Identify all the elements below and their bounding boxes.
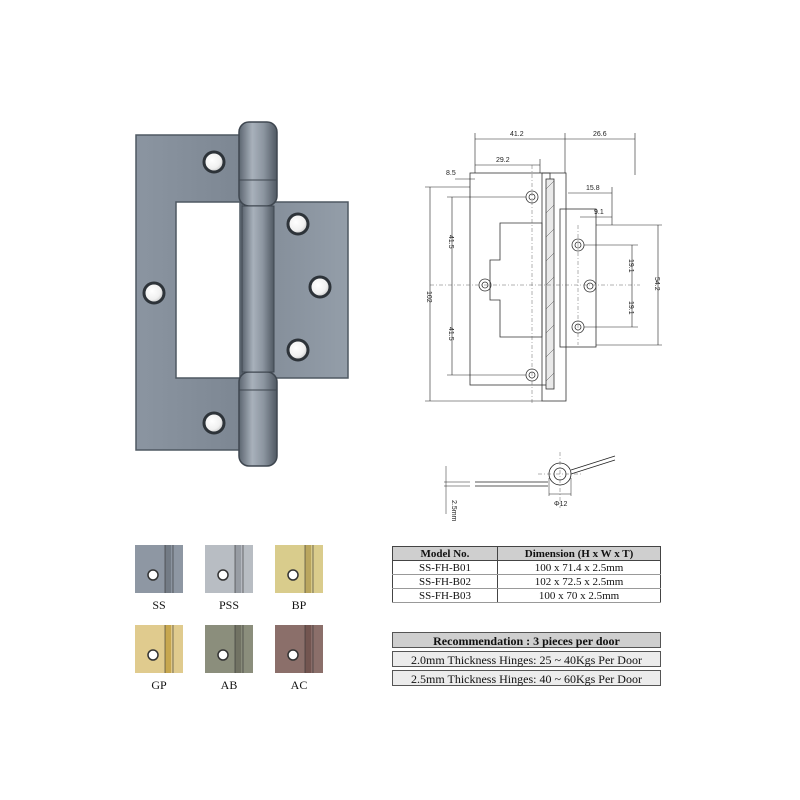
dim-19-1-top: 19.1 [627, 259, 634, 273]
dim-102: 102 [425, 291, 432, 303]
finish-label: AB [220, 678, 238, 692]
recommendation-title: Recommendation : 3 pieces per door [392, 632, 661, 648]
dimension-cell: 100 x 71.4 x 2.5mm [497, 560, 661, 575]
finish-label: AC [290, 678, 308, 692]
dim-19-1-bottom: 19.1 [627, 301, 634, 315]
dim-41-5-bottom: 41.5 [447, 327, 454, 341]
dim-9-1: 9.1 [594, 209, 604, 216]
dim-54-2: 54.2 [653, 277, 660, 291]
table-header-row: Model No. Dimension (H x W x T) [392, 546, 661, 561]
finish-label: BP [291, 598, 307, 612]
table-row: SS-FH-B01 100 x 71.4 x 2.5mm [392, 560, 661, 575]
finish-swatch-gp [135, 625, 183, 673]
hinge-product-photo [135, 121, 349, 467]
dim-8-5: 8.5 [446, 170, 456, 177]
column-header-model: Model No. [392, 546, 498, 561]
finish-label: SS [152, 598, 166, 612]
finish-swatch-ss [135, 545, 183, 593]
dimension-cell: 102 x 72.5 x 2.5mm [497, 574, 661, 589]
dimension-cell: 100 x 70 x 2.5mm [497, 588, 661, 603]
table-row: SS-FH-B02 102 x 72.5 x 2.5mm [392, 574, 661, 589]
model-cell: SS-FH-B03 [392, 588, 498, 603]
dim-thickness: 2.5mm [450, 500, 457, 522]
finish-label: GP [151, 678, 167, 692]
finish-swatch-bp [275, 545, 323, 593]
dim-29-2: 29.2 [496, 157, 510, 164]
finish-swatch-ac [275, 625, 323, 673]
recommendation-line: 2.5mm Thickness Hinges: 40 ~ 60Kgs Per D… [392, 670, 661, 686]
dim-41-5-top: 41.5 [447, 235, 454, 249]
dim-pin-diameter: Φ12 [554, 501, 567, 508]
finish-swatch-pss [205, 545, 253, 593]
column-header-dimension: Dimension (H x W x T) [497, 546, 661, 561]
hinge-section-drawing: 2.5mm Φ12 [444, 452, 616, 522]
model-cell: SS-FH-B01 [392, 560, 498, 575]
table-row: SS-FH-B03 100 x 70 x 2.5mm [392, 588, 661, 603]
dim-26-6: 26.6 [593, 131, 607, 138]
dim-41-2: 41.2 [510, 131, 524, 138]
finish-swatch-ab [205, 625, 253, 673]
dimension-table: Model No. Dimension (H x W x T) SS-FH-B0… [392, 546, 661, 603]
recommendation-line: 2.0mm Thickness Hinges: 25 ~ 40Kgs Per D… [392, 651, 661, 667]
hinge-technical-drawing: 41.2 26.6 29.2 8.5 15.8 9.1 102 41.5 41.… [425, 131, 662, 405]
finish-label: PSS [218, 598, 240, 612]
dim-15-8: 15.8 [586, 185, 600, 192]
model-cell: SS-FH-B02 [392, 574, 498, 589]
